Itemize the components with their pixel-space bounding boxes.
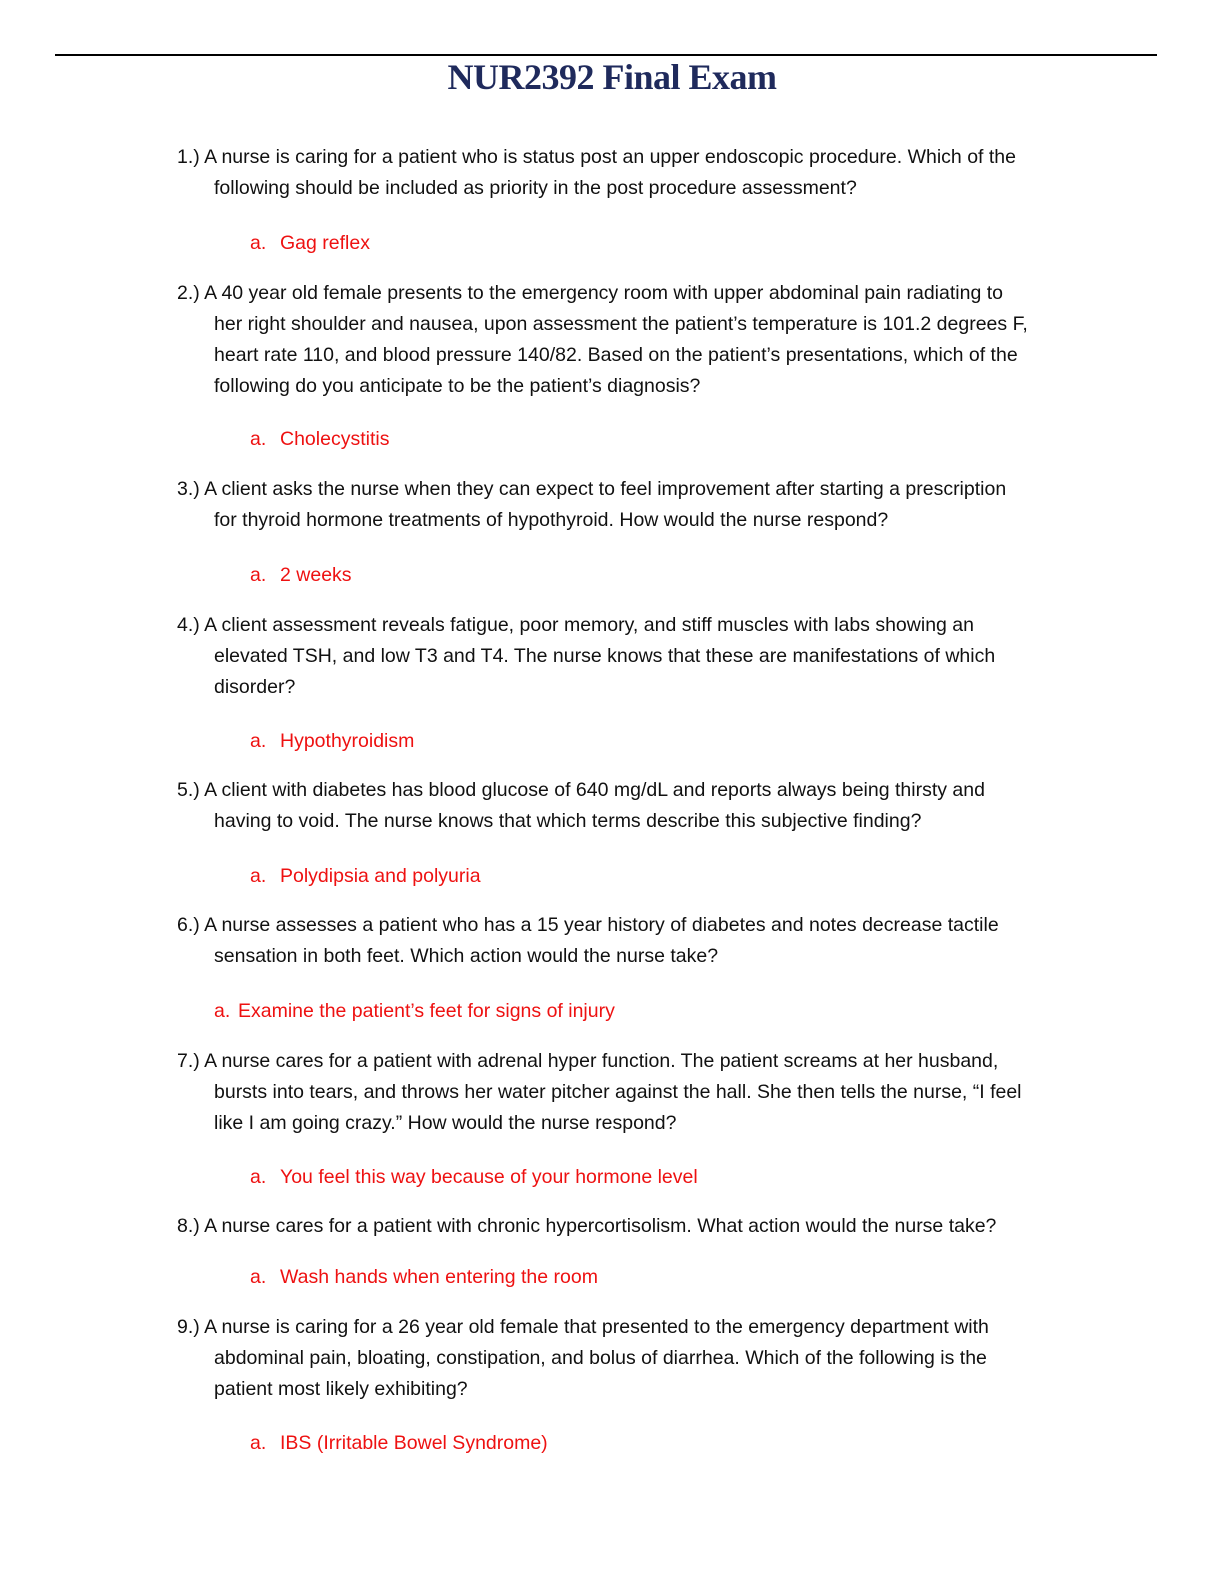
question-text: 2.) A 40 year old female presents to the… xyxy=(177,282,1003,304)
question-text: 3.) A client asks the nurse when they ca… xyxy=(177,478,1007,500)
answer-text: Hypothyroidism xyxy=(280,730,415,752)
answer-letter: a. xyxy=(250,564,267,586)
question-text: 5.) A client with diabetes has blood glu… xyxy=(177,779,985,801)
question-text: for thyroid hormone treatments of hypoth… xyxy=(214,509,889,531)
question-text: 1.) A nurse is caring for a patient who … xyxy=(177,146,1016,168)
answer-3: a. 2 weeks xyxy=(250,561,352,589)
question-text: her right shoulder and nausea, upon asse… xyxy=(214,313,1028,335)
answer-letter: a. xyxy=(250,1266,267,1288)
question-text: like I am going crazy.” How would the nu… xyxy=(214,1112,677,1134)
answer-letter: a. xyxy=(250,730,267,752)
question-8: 8.) A nurse cares for a patient with chr… xyxy=(177,1211,1077,1242)
answer-6: a. Examine the patient’s feet for signs o… xyxy=(214,997,615,1025)
page-title: NUR2392 Final Exam xyxy=(447,57,777,97)
question-text: following do you anticipate to be the pa… xyxy=(214,375,701,397)
question-text: 4.) A client assessment reveals fatigue,… xyxy=(177,614,974,636)
answer-letter: a. xyxy=(250,232,267,254)
question-text: 9.) A nurse is caring for a 26 year old … xyxy=(177,1316,989,1338)
question-text: 8.) A nurse cares for a patient with chr… xyxy=(177,1215,997,1237)
question-text: elevated TSH, and low T3 and T4. The nur… xyxy=(214,645,996,667)
answer-2: a. Cholecystitis xyxy=(250,425,389,453)
answer-text: IBS (Irritable Bowel Syndrome) xyxy=(280,1432,548,1454)
question-1: 1.) A nurse is caring for a patient who … xyxy=(177,142,1077,204)
answer-9: a. IBS (Irritable Bowel Syndrome) xyxy=(250,1429,548,1457)
question-text: sensation in both feet. Which action wou… xyxy=(214,945,719,967)
header-rule xyxy=(55,54,1157,56)
answer-4: a. Hypothyroidism xyxy=(250,727,414,755)
question-4: 4.) A client assessment reveals fatigue,… xyxy=(177,610,1077,703)
answer-letter: a. xyxy=(250,1166,267,1188)
answer-letter: a. xyxy=(250,865,267,887)
answer-text: Examine the patient’s feet for signs of … xyxy=(238,1000,615,1022)
question-text: patient most likely exhibiting? xyxy=(214,1378,468,1400)
question-text: following should be included as priority… xyxy=(214,177,857,199)
question-2: 2.) A 40 year old female presents to the… xyxy=(177,278,1077,402)
question-text: abdominal pain, bloating, constipation, … xyxy=(214,1347,987,1369)
answer-1: a. Gag reflex xyxy=(250,229,370,257)
question-text: 7.) A nurse cares for a patient with adr… xyxy=(177,1050,999,1072)
answer-text: Cholecystitis xyxy=(280,428,390,450)
question-text: disorder? xyxy=(214,676,296,698)
question-text: 6.) A nurse assesses a patient who has a… xyxy=(177,914,999,936)
question-text: heart rate 110, and blood pressure 140/8… xyxy=(214,344,1018,366)
question-3: 3.) A client asks the nurse when they ca… xyxy=(177,474,1077,536)
answer-text: Gag reflex xyxy=(280,232,370,254)
answer-text: Wash hands when entering the room xyxy=(280,1266,598,1288)
question-7: 7.) A nurse cares for a patient with adr… xyxy=(177,1046,1077,1139)
question-text: bursts into tears, and throws her water … xyxy=(214,1081,1022,1103)
question-5: 5.) A client with diabetes has blood glu… xyxy=(177,775,1077,837)
answer-5: a. Polydipsia and polyuria xyxy=(250,862,481,890)
answer-8: a. Wash hands when entering the room xyxy=(250,1263,598,1291)
question-text: having to void. The nurse knows that whi… xyxy=(214,810,922,832)
answer-7: a. You feel this way because of your horm… xyxy=(250,1163,698,1191)
answer-text: 2 weeks xyxy=(280,564,352,586)
answer-letter: a. xyxy=(250,1432,267,1454)
answer-letter: a. xyxy=(250,428,267,450)
question-6: 6.) A nurse assesses a patient who has a… xyxy=(177,910,1077,972)
question-9: 9.) A nurse is caring for a 26 year old … xyxy=(177,1312,1077,1405)
answer-letter: a. xyxy=(214,1000,231,1022)
answer-text: Polydipsia and polyuria xyxy=(280,865,481,887)
answer-text: You feel this way because of your hormon… xyxy=(280,1166,698,1188)
